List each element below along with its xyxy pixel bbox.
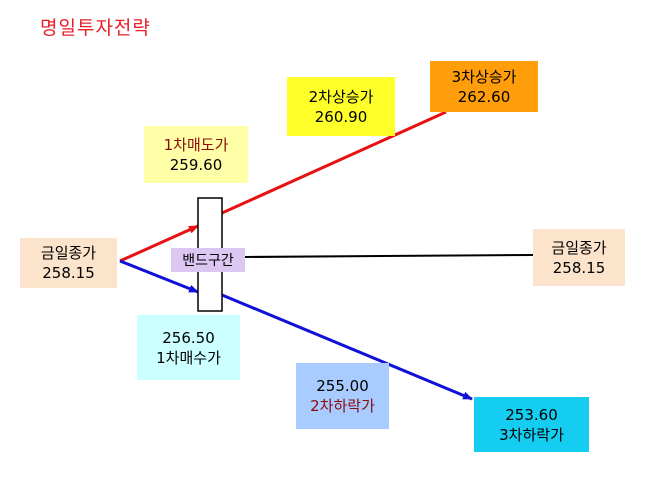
close-left-value: 258.15 (42, 264, 95, 282)
close-right-label: 금일종가 (551, 238, 607, 257)
fall2-label: 2차하락가 (310, 397, 375, 415)
arrow-up-to-band (119, 224, 199, 263)
buy1-value: 256.50 (162, 328, 215, 347)
rise2-label: 2차상승가 (308, 87, 374, 106)
close-left-box: 금일종가 258.15 (20, 238, 117, 288)
rise3-box: 3차상승가 262.60 (430, 61, 538, 112)
rise3-label: 3차상승가 (451, 67, 517, 86)
band-label: 밴드구간 (171, 248, 245, 272)
fall3-box: 253.60 3차하락가 (474, 397, 589, 452)
sell1-value: 259.60 (169, 155, 223, 174)
rise3-value: 262.60 (457, 87, 511, 106)
page-title: 명일투자전략 (40, 17, 151, 39)
sell1-label: 1차매도가 (163, 135, 229, 154)
fall2-box: 255.00 2차하락가 (296, 363, 389, 429)
fall3-label: 3차하락가 (499, 425, 564, 444)
rise2-box: 2차상승가 260.90 (287, 77, 395, 136)
rise-line (221, 110, 447, 215)
arrow-down-to-band (119, 259, 199, 294)
buy1-box: 256.50 1차매수가 (137, 315, 240, 380)
buy1-label: 1차매수가 (156, 348, 221, 367)
close-line (244, 254, 534, 258)
fall-arrow (221, 293, 473, 401)
close-left-label: 금일종가 (40, 244, 97, 262)
rise2-value: 260.90 (314, 107, 368, 126)
fall3-value: 253.60 (505, 405, 558, 424)
fall2-value: 255.00 (316, 377, 369, 395)
sell1-box: 1차매도가 259.60 (144, 126, 248, 183)
close-right-box: 금일종가 258.15 (533, 229, 625, 286)
close-right-value: 258.15 (552, 258, 606, 277)
